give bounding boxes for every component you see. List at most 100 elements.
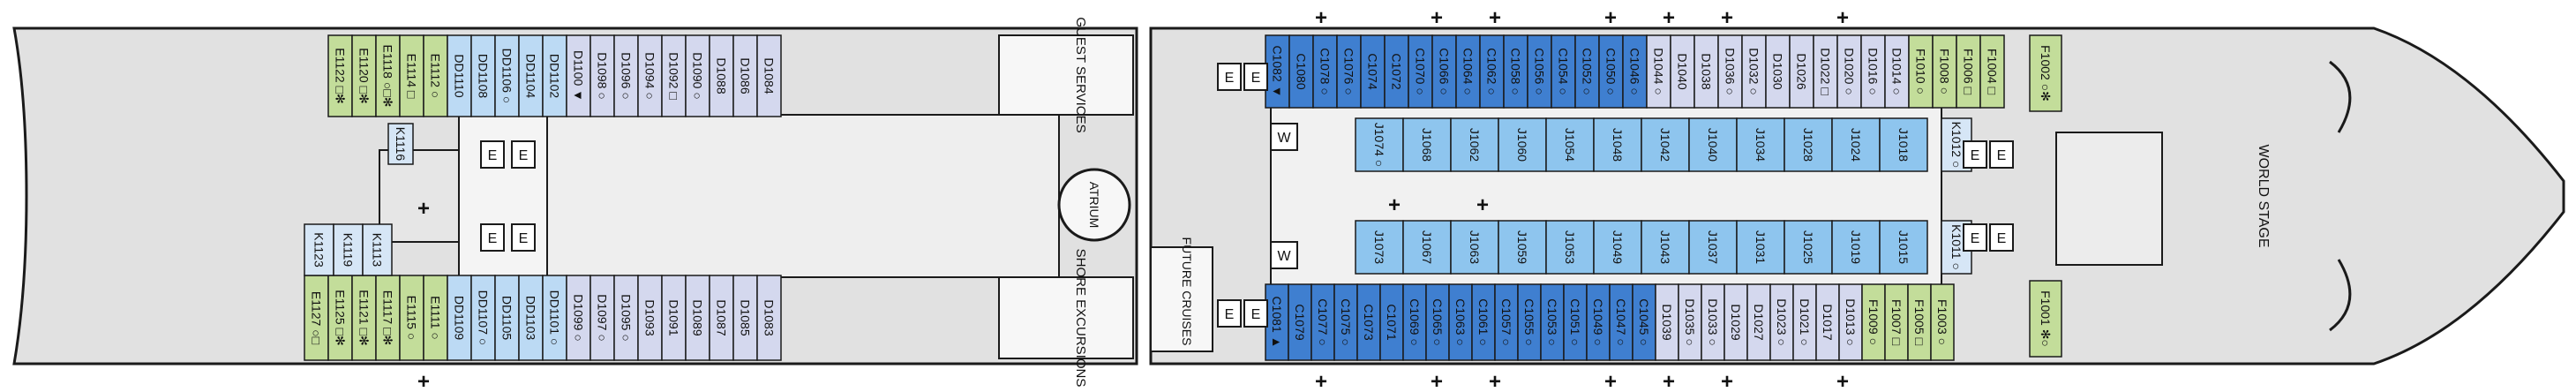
cabin-D1091[interactable]: D1091 <box>661 275 687 361</box>
cabin-C1077[interactable]: C1077 ○ <box>1311 283 1335 361</box>
cabin-C1080[interactable]: C1080 <box>1288 34 1314 109</box>
cabin-F1007[interactable]: F1007 □ <box>1884 283 1909 361</box>
cabin-C1078[interactable]: C1078 ○ <box>1312 34 1338 109</box>
cabin-D1086[interactable]: D1086 <box>732 34 758 117</box>
cabin-F1001[interactable]: F1001 ✻○ <box>2029 280 2062 358</box>
cabin-C1057[interactable]: C1057 ○ <box>1494 283 1519 361</box>
cabin-D1036[interactable]: D1036 ○ <box>1717 34 1743 109</box>
cabin-C1063[interactable]: C1063 ○ <box>1448 283 1473 361</box>
cabin-J1018[interactable]: J1018 <box>1879 117 1928 172</box>
cabin-K1123[interactable]: K1123 <box>304 223 334 276</box>
cabin-D1085[interactable]: D1085 <box>732 275 758 361</box>
cabin-D1099[interactable]: D1099 ○ <box>566 275 591 361</box>
cabin-D1095[interactable]: D1095 ○ <box>613 275 639 361</box>
cabin-D1022[interactable]: D1022 □ <box>1813 34 1838 109</box>
cabin-C1055[interactable]: C1055 ○ <box>1517 283 1542 361</box>
cabin-D1038[interactable]: D1038 <box>1694 34 1719 109</box>
cabin-J1034[interactable]: J1034 <box>1736 117 1785 172</box>
cabin-J1054[interactable]: J1054 <box>1545 117 1595 172</box>
cabin-J1063[interactable]: J1063 <box>1450 220 1499 275</box>
cabin-D1096[interactable]: D1096 ○ <box>613 34 639 117</box>
cabin-D1088[interactable]: D1088 <box>709 34 734 117</box>
cabin-C1051[interactable]: C1051 ○ <box>1563 283 1588 361</box>
cabin-D1023[interactable]: D1023 ○ <box>1769 283 1794 361</box>
cabin-C1045[interactable]: C1045 ○ <box>1632 283 1656 361</box>
cabin-J1067[interactable]: J1067 <box>1402 220 1452 275</box>
cabin-C1046[interactable]: C1046 ○ <box>1622 34 1648 109</box>
cabin-DD1108[interactable]: DD1108 <box>470 34 496 117</box>
cabin-C1064[interactable]: C1064 ○ <box>1455 34 1481 109</box>
cabin-K1119[interactable]: K1119 <box>333 223 364 276</box>
cabin-D1035[interactable]: D1035 ○ <box>1678 283 1702 361</box>
cabin-D1027[interactable]: D1027 <box>1746 283 1771 361</box>
cabin-J1062[interactable]: J1062 <box>1450 117 1499 172</box>
cabin-F1005[interactable]: F1005 □ <box>1907 283 1932 361</box>
cabin-J1037[interactable]: J1037 <box>1688 220 1738 275</box>
cabin-D1020[interactable]: D1020 ○ <box>1836 34 1862 109</box>
cabin-C1058[interactable]: C1058 ○ <box>1503 34 1528 109</box>
cabin-C1074[interactable]: C1074 <box>1360 34 1386 109</box>
cabin-DD1109[interactable]: DD1109 <box>447 275 472 361</box>
cabin-C1082[interactable]: C1082 ▼ <box>1265 34 1290 109</box>
cabin-K1113[interactable]: K1113 <box>362 223 393 276</box>
cabin-J1042[interactable]: J1042 <box>1641 117 1690 172</box>
cabin-D1044[interactable]: D1044 ○ <box>1646 34 1671 109</box>
cabin-J1024[interactable]: J1024 <box>1831 117 1881 172</box>
cabin-D1090[interactable]: D1090 ○ <box>685 34 710 117</box>
cabin-D1026[interactable]: D1026 <box>1789 34 1814 109</box>
cabin-D1013[interactable]: D1013 ○ <box>1838 283 1863 361</box>
cabin-D1032[interactable]: D1032 ○ <box>1741 34 1767 109</box>
cabin-C1056[interactable]: C1056 ○ <box>1527 34 1552 109</box>
cabin-D1094[interactable]: D1094 ○ <box>637 34 663 117</box>
cabin-DD1104[interactable]: DD1104 <box>518 34 544 117</box>
cabin-DD1102[interactable]: DD1102 <box>542 34 567 117</box>
cabin-F1006[interactable]: F1006 □ <box>1956 34 1981 109</box>
cabin-J1060[interactable]: J1060 <box>1498 117 1547 172</box>
cabin-C1049[interactable]: C1049 ○ <box>1586 283 1611 361</box>
cabin-D1083[interactable]: D1083 <box>756 275 782 361</box>
cabin-DD1110[interactable]: DD1110 <box>447 34 472 117</box>
cabin-J1019[interactable]: J1019 <box>1831 220 1881 275</box>
cabin-J1074[interactable]: J1074 ○ <box>1355 117 1404 172</box>
cabin-K1116[interactable]: K1116 <box>387 123 414 165</box>
cabin-C1076[interactable]: C1076 ○ <box>1336 34 1362 109</box>
cabin-E1120[interactable]: E1120 □✻ <box>351 34 377 117</box>
cabin-D1029[interactable]: D1029 <box>1724 283 1748 361</box>
cabin-D1014[interactable]: D1014 ○ <box>1884 34 1910 109</box>
cabin-E1118[interactable]: E1118 ○□✻ <box>375 34 401 117</box>
cabin-C1053[interactable]: C1053 ○ <box>1540 283 1565 361</box>
cabin-J1025[interactable]: J1025 <box>1784 220 1833 275</box>
cabin-C1061[interactable]: C1061 ○ <box>1471 283 1496 361</box>
cabin-D1087[interactable]: D1087 <box>709 275 734 361</box>
cabin-F1009[interactable]: F1009 ○ <box>1861 283 1886 361</box>
cabin-DD1101[interactable]: DD1101 ○ <box>542 275 567 361</box>
cabin-E1125[interactable]: E1125 □✻ <box>327 275 353 361</box>
cabin-J1031[interactable]: J1031 <box>1736 220 1785 275</box>
cabin-J1073[interactable]: J1073 <box>1355 220 1404 275</box>
cabin-D1092[interactable]: D1092 □ <box>661 34 687 117</box>
cabin-C1072[interactable]: C1072 <box>1384 34 1409 109</box>
cabin-E1127[interactable]: E1127 ○□ <box>304 275 329 361</box>
cabin-DD1107[interactable]: DD1107 ○ <box>470 275 496 361</box>
cabin-C1071[interactable]: C1071 <box>1379 283 1404 361</box>
cabin-C1070[interactable]: C1070 ○ <box>1408 34 1433 109</box>
cabin-J1015[interactable]: J1015 <box>1879 220 1928 275</box>
cabin-E1115[interactable]: E1115 ○ <box>399 275 424 361</box>
cabin-D1033[interactable]: D1033 ○ <box>1701 283 1725 361</box>
cabin-D1097[interactable]: D1097 ○ <box>590 275 615 361</box>
cabin-E1114[interactable]: E1114 □ <box>399 34 424 117</box>
cabin-D1098[interactable]: D1098 ○ <box>590 34 615 117</box>
cabin-C1062[interactable]: C1062 ○ <box>1479 34 1505 109</box>
cabin-F1003[interactable]: F1003 ○ <box>1930 283 1955 361</box>
cabin-D1017[interactable]: D1017 <box>1815 283 1840 361</box>
cabin-C1066[interactable]: C1066 ○ <box>1431 34 1457 109</box>
cabin-J1068[interactable]: J1068 <box>1402 117 1452 172</box>
cabin-J1043[interactable]: J1043 <box>1641 220 1690 275</box>
cabin-D1030[interactable]: D1030 <box>1765 34 1791 109</box>
cabin-C1075[interactable]: C1075 ○ <box>1333 283 1358 361</box>
cabin-J1059[interactable]: J1059 <box>1498 220 1547 275</box>
cabin-C1069[interactable]: C1069 ○ <box>1402 283 1427 361</box>
cabin-D1084[interactable]: D1084 <box>756 34 782 117</box>
cabin-E1112[interactable]: E1112 ○ <box>423 34 448 117</box>
cabin-C1065[interactable]: C1065 ○ <box>1425 283 1450 361</box>
